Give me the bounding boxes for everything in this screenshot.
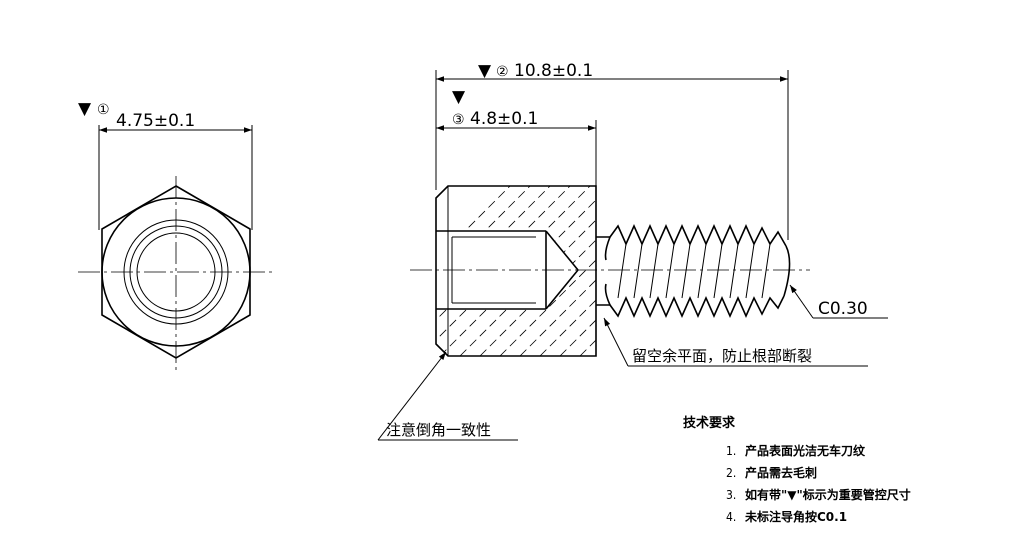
leader-line (377, 351, 447, 441)
technical-requirements: 技术要求 1. 产品表面光洁无车刀纹 2. 产品需去毛刺 3. 如有带"▼"标示… (683, 415, 911, 524)
requirement-item: 4. 未标注导角按C0.1 (726, 509, 847, 524)
external-thread-lower (609, 295, 785, 318)
requirement-item: 1. 产品表面光洁无车刀纹 (726, 443, 866, 458)
important-marker-icon: ▼ (478, 61, 492, 81)
dimension-index: ③ (452, 112, 465, 128)
dimension-value-total-length: 10.8±0.1 (514, 61, 593, 81)
side-section-view: ▼ ② 10.8±0.1 ▼ ③ 4.8±0.1 C0.30 留空余平面，防止根… (377, 61, 888, 441)
requirement-number: 3. (726, 488, 736, 502)
dimension-index: ① (97, 102, 110, 118)
drill-point (545, 269, 579, 310)
external-thread-upper (609, 224, 787, 247)
drill-point (545, 230, 579, 271)
thread-major-circle (129, 225, 223, 319)
important-marker-icon: ▼ (78, 99, 92, 119)
chamfer-callout: C0.30 (818, 299, 868, 319)
requirement-text: 产品需去毛刺 (745, 465, 817, 480)
thread-flank-lines (617, 243, 771, 299)
dimension-value-width: 4.75±0.1 (116, 111, 195, 131)
bore-cavity (436, 231, 578, 309)
dimension-index: ② (496, 64, 509, 80)
requirement-number: 4. (726, 510, 736, 524)
chamfer-note: 注意倒角一致性 (386, 421, 491, 439)
requirement-item: 2. 产品需去毛刺 (726, 465, 817, 480)
thread-end-chamfer (783, 245, 791, 297)
requirement-number: 1. (726, 444, 736, 458)
root-note: 留空余平面，防止根部断裂 (632, 347, 812, 365)
important-marker-icon: ▼ (452, 87, 466, 107)
end-view: ▼ ① 4.75±0.1 (78, 99, 272, 372)
requirement-text: 产品表面光洁无车刀纹 (745, 443, 866, 458)
dimension-value-body-length: 4.8±0.1 (470, 109, 538, 129)
requirements-title: 技术要求 (683, 415, 736, 431)
requirement-number: 2. (726, 466, 736, 480)
leader-line (789, 284, 814, 319)
requirement-text: 如有带"▼"标示为重要管控尺寸 (745, 487, 911, 502)
relief-groove (596, 236, 612, 306)
requirement-text: 未标注导角按C0.1 (744, 509, 847, 524)
leader-line (603, 317, 629, 367)
requirement-item: 3. 如有带"▼"标示为重要管控尺寸 (726, 487, 911, 502)
